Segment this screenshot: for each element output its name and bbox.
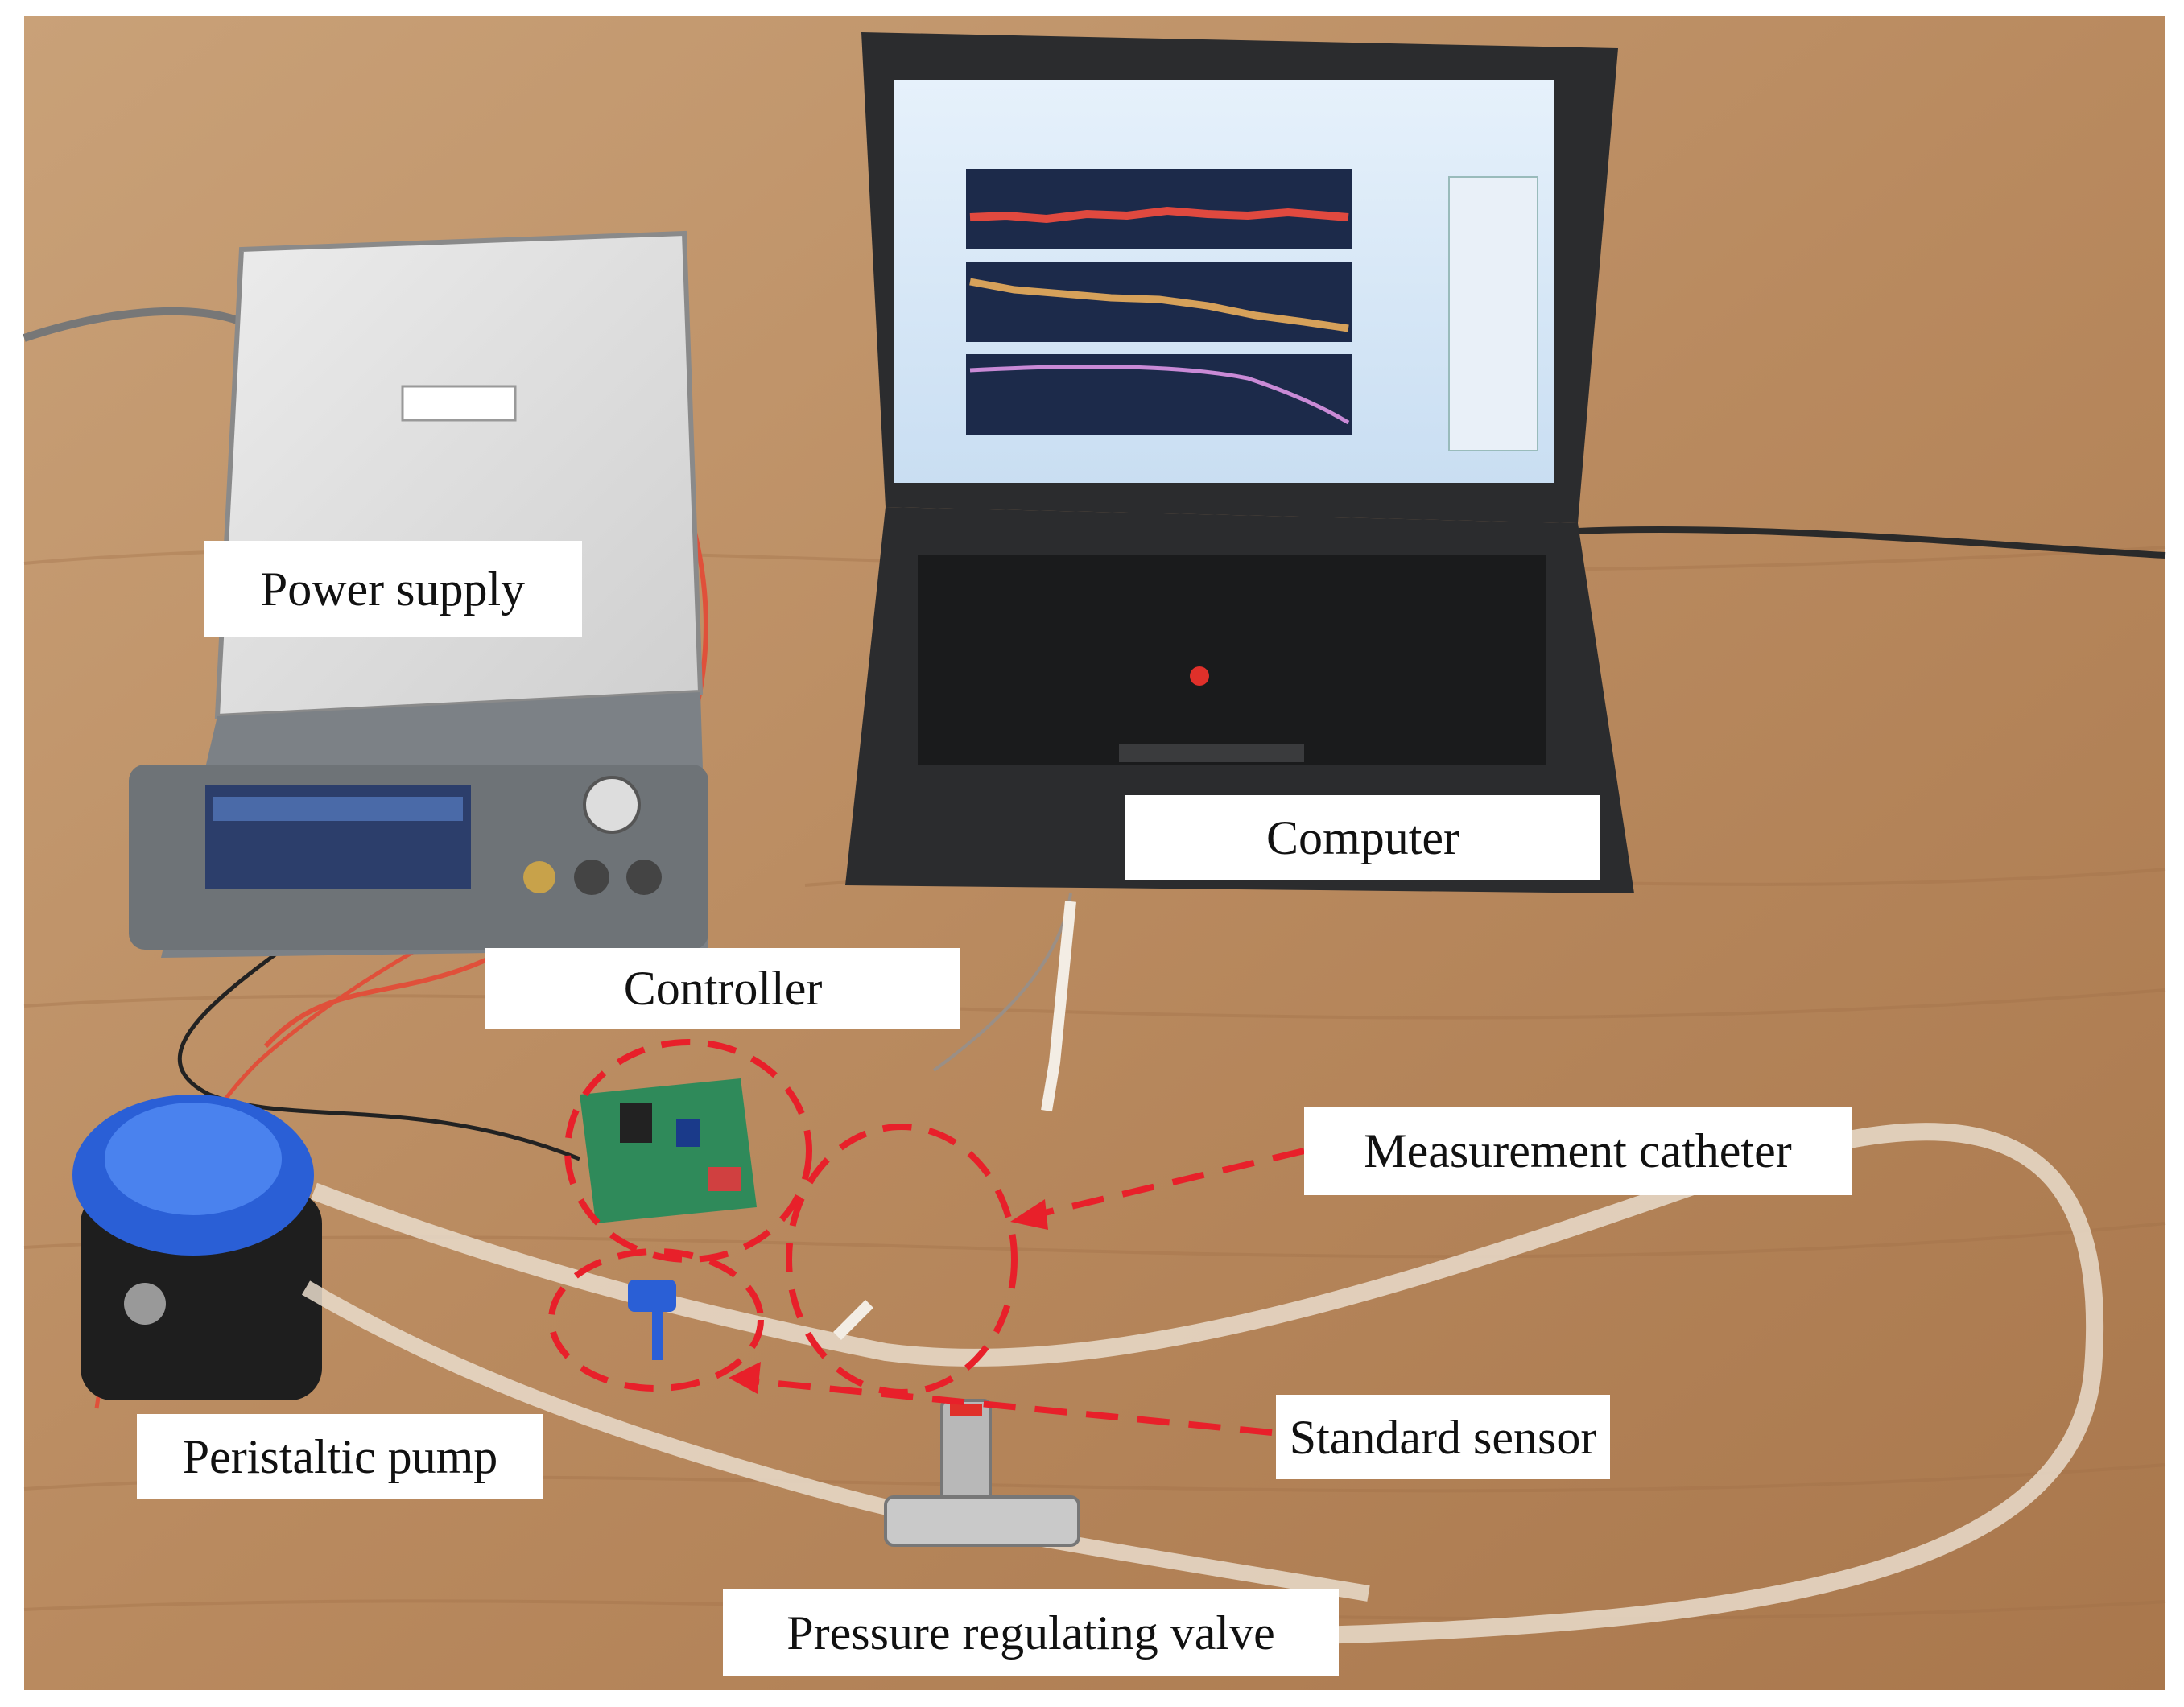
- trace-ch2: [969, 278, 1349, 332]
- pressure-regulating-valve-label: Pressure regulating valve: [723, 1589, 1339, 1676]
- controller-board: [580, 1078, 757, 1223]
- laptop: [845, 32, 1634, 893]
- computer-label: Computer: [1125, 795, 1600, 880]
- annotation-circles: [548, 1039, 1018, 1396]
- standard-sensor-part: [628, 1280, 676, 1360]
- peristaltic-pump: [72, 1095, 322, 1400]
- catheter-arrowhead: [1010, 1199, 1048, 1230]
- catheter-circle: [786, 1124, 1018, 1396]
- catheter-arrow-line: [1034, 1148, 1305, 1218]
- sensor-arrow-line: [744, 1377, 1273, 1436]
- power-cable-left: [23, 307, 243, 342]
- laptop-power-cable: [1577, 526, 2166, 559]
- trace-ch1: [969, 206, 1349, 224]
- trace-ch3: [969, 365, 1350, 425]
- power-supply-label: Power supply: [204, 541, 582, 637]
- controller-circle: [564, 1039, 812, 1263]
- silicone-tube-lower: [301, 1280, 1370, 1602]
- silicone-tube-main: [311, 1123, 2104, 1647]
- trackpoint: [1190, 666, 1209, 686]
- laptop-keyboard: [918, 555, 1546, 765]
- pressure-regulating-valve: [884, 1399, 1080, 1547]
- peristaltic-pump-label: Peristaltic pump: [137, 1414, 543, 1499]
- controller-label: Controller: [485, 948, 960, 1029]
- measurement-catheter-label: Measurement catheter: [1304, 1107, 1852, 1195]
- sensor-circle: [548, 1248, 764, 1392]
- standard-sensor-label: Standard sensor: [1276, 1395, 1610, 1479]
- annotation-arrows: [744, 1148, 1305, 1436]
- sensor-arrowhead: [729, 1362, 761, 1394]
- measurement-catheter-segment: [833, 901, 1076, 1340]
